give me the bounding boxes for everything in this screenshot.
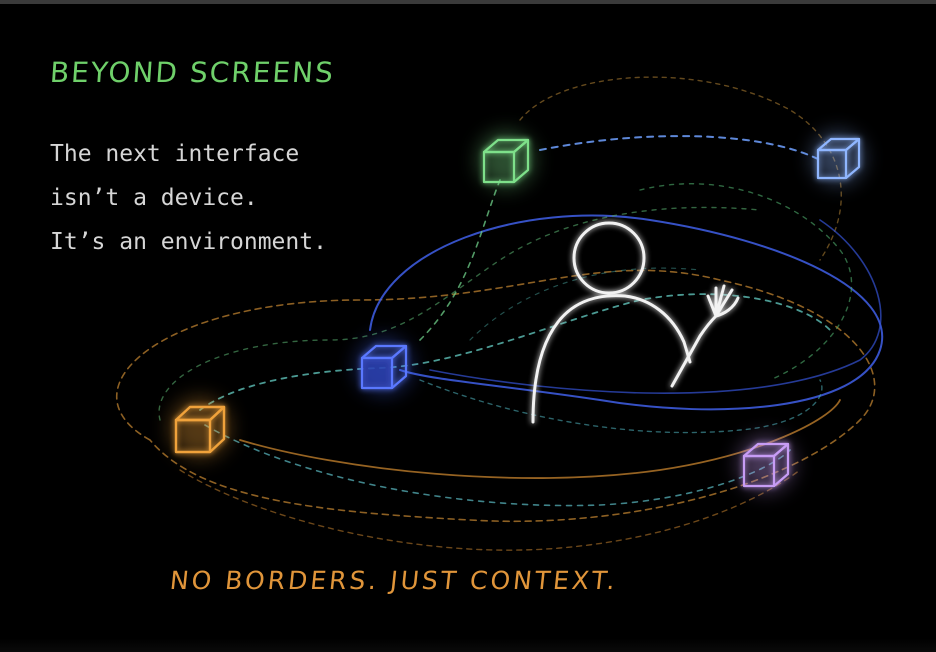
tagline: NO BORDERS. JUST CONTEXT. xyxy=(168,566,620,595)
purple-cube-icon xyxy=(738,436,794,492)
person-head xyxy=(572,221,646,295)
light-blue-cube-icon xyxy=(812,132,864,184)
orange-cube-icon xyxy=(170,398,230,458)
body-line-3: It’s an environment. xyxy=(50,229,327,255)
orbit-teal-1 xyxy=(199,293,831,411)
body-line-2: isn’t a device. xyxy=(50,185,258,211)
orbit-green-2 xyxy=(158,206,761,421)
person-hand xyxy=(706,284,740,318)
orbit-green-1 xyxy=(419,179,501,341)
body-copy: The next interface isn’t a device. It’s … xyxy=(50,132,327,264)
orbit-orange-top xyxy=(519,76,842,261)
orbit-blue-wide xyxy=(429,219,882,394)
person-figure xyxy=(531,221,740,424)
person-body xyxy=(531,294,692,424)
orbit-blue-dashed xyxy=(539,135,821,161)
orbit-orange-inner xyxy=(239,399,841,479)
orbit-orange-lower xyxy=(179,469,801,551)
orbit-green-3 xyxy=(639,183,853,381)
blue-cube-icon xyxy=(356,338,412,394)
orbit-cyan-4 xyxy=(419,379,823,434)
orbit-blue-main xyxy=(369,214,884,411)
bottom-edge xyxy=(0,638,936,652)
top-border xyxy=(0,0,936,4)
orbit-teal-2 xyxy=(204,424,791,507)
orbit-lines xyxy=(116,76,884,551)
green-cube-icon xyxy=(478,132,534,188)
person-arm xyxy=(670,314,718,388)
body-line-1: The next interface xyxy=(50,141,300,167)
orbit-teal-3 xyxy=(469,267,701,341)
orbit-orange-outer xyxy=(116,269,876,523)
